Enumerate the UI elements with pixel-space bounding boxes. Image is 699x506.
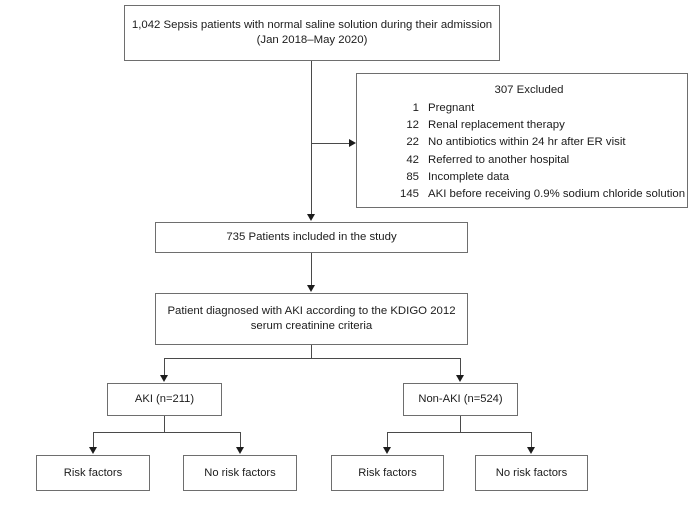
non-aki-box: Non-AKI (n=524) — [403, 383, 518, 416]
aki-box: AKI (n=211) — [107, 383, 222, 416]
non-aki-no-risk-label: No risk factors — [495, 466, 568, 479]
aki-risk-factors-box: Risk factors — [36, 455, 150, 491]
connector-aki-split — [93, 432, 240, 433]
excluded-row: 85 Incomplete data — [357, 169, 687, 186]
diagnosis-line-2: serum creatinine criteria — [250, 320, 373, 332]
arrowhead-to-non-aki-no-risk — [527, 447, 535, 454]
excluded-row: 12 Renal replacement therapy — [357, 117, 687, 134]
non-aki-risk-factors-box: Risk factors — [331, 455, 444, 491]
aki-no-risk-label: No risk factors — [204, 466, 276, 479]
excluded-reason: Referred to another hospital — [428, 153, 570, 166]
connector-non-aki-left-drop — [387, 432, 388, 447]
excluded-reason: Pregnant — [428, 101, 475, 114]
excluded-count: 12 — [406, 119, 419, 132]
excluded-row: 22 No antibiotics within 24 hr after ER … — [357, 134, 687, 151]
excluded-count: 42 — [406, 153, 419, 166]
diagnosis-box: Patient diagnosed with AKI according to … — [155, 293, 468, 345]
excluded-reason: No antibiotics within 24 hr after ER vis… — [428, 136, 626, 149]
aki-label: AKI (n=211) — [134, 393, 195, 406]
arrowhead-to-aki — [160, 375, 168, 382]
arrowhead-to-aki-no-risk — [236, 447, 244, 454]
excluded-reason: AKI before receiving 0.9% sodium chlorid… — [428, 188, 686, 201]
arrowhead-to-diagnosis — [307, 285, 315, 292]
connector-aki-left-drop — [93, 432, 94, 447]
arrowhead-to-aki-risk — [89, 447, 97, 454]
excluded-reason: Renal replacement therapy — [428, 119, 565, 132]
arrowhead-to-excluded — [349, 139, 356, 147]
aki-no-risk-factors-box: No risk factors — [183, 455, 297, 491]
non-aki-no-risk-factors-box: No risk factors — [475, 455, 588, 491]
connector-split-left-drop — [164, 358, 165, 375]
arrowhead-to-included — [307, 214, 315, 221]
connector-diagnosis-split — [164, 358, 461, 359]
enrollment-box: 1,042 Sepsis patients with normal saline… — [124, 5, 500, 61]
excluded-row: 145 AKI before receiving 0.9% sodium chl… — [357, 186, 687, 203]
excluded-count: 22 — [406, 136, 419, 149]
connector-non-aki-split — [387, 432, 532, 433]
connector-included-to-diagnosis — [311, 253, 312, 285]
excluded-count: 85 — [406, 171, 419, 184]
excluded-count: 145 — [399, 188, 419, 201]
excluded-header: 307 Excluded — [494, 84, 564, 96]
arrowhead-to-non-aki — [456, 375, 464, 382]
excluded-count: 1 — [412, 101, 419, 114]
diagnosis-line-1: Patient diagnosed with AKI according to … — [167, 305, 456, 318]
included-box: 735 Patients included in the study — [155, 222, 468, 253]
connector-aki-stem — [164, 416, 165, 433]
non-aki-label: Non-AKI (n=524) — [418, 393, 503, 406]
included-line-1: 735 Patients included in the study — [226, 231, 397, 244]
connector-enrollment-trunk — [311, 61, 312, 214]
excluded-box: 307 Excluded 1 Pregnant 12 Renal replace… — [356, 73, 688, 208]
connector-split-right-drop — [460, 358, 461, 375]
connector-to-excluded — [311, 143, 349, 144]
excluded-reason: Incomplete data — [428, 171, 510, 184]
connector-non-aki-stem — [460, 416, 461, 433]
connector-non-aki-right-drop — [531, 432, 532, 447]
connector-diagnosis-stem — [311, 345, 312, 359]
connector-aki-right-drop — [240, 432, 241, 447]
excluded-row: 42 Referred to another hospital — [357, 152, 687, 169]
excluded-row: 1 Pregnant — [357, 100, 687, 117]
arrowhead-to-non-aki-risk — [383, 447, 391, 454]
aki-risk-label: Risk factors — [63, 466, 123, 479]
non-aki-risk-label: Risk factors — [358, 466, 417, 479]
enrollment-line-1: 1,042 Sepsis patients with normal saline… — [131, 19, 493, 32]
enrollment-line-2: (Jan 2018–May 2020) — [256, 34, 368, 46]
